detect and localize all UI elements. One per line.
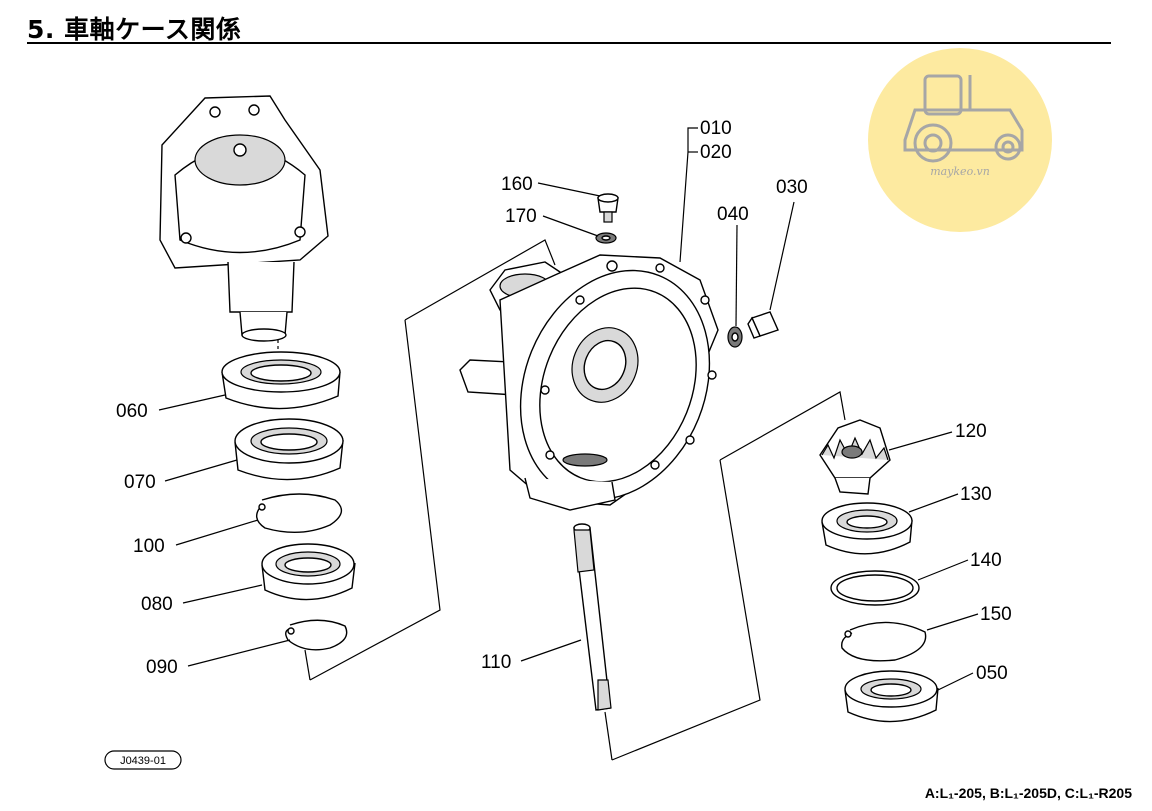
part-090-snap-ring xyxy=(285,619,348,651)
part-130-bearing xyxy=(821,502,913,555)
assembly-lines xyxy=(304,239,846,761)
figure-code: J0439-01 xyxy=(120,755,166,767)
part-140-ring xyxy=(830,570,920,606)
part-170-washer xyxy=(595,232,617,244)
figure-code-badge: J0439-01 xyxy=(104,750,182,770)
label-010: 010 xyxy=(700,118,732,139)
page-title: 5. 車軸ケース関係 xyxy=(27,15,242,44)
part-060-seal xyxy=(221,351,341,410)
part-labels: 010 020 160 170 040 030 060 070 100 080 … xyxy=(116,118,1012,684)
leader-lines xyxy=(158,127,979,691)
label-070: 070 xyxy=(124,472,156,493)
part-070-bearing xyxy=(234,418,344,481)
label-120: 120 xyxy=(955,421,987,442)
label-130: 130 xyxy=(960,484,992,505)
label-160: 160 xyxy=(501,174,533,195)
part-110-shaft xyxy=(573,523,612,711)
part-160-bolt xyxy=(597,193,619,223)
label-110: 110 xyxy=(481,652,511,673)
part-150-snap-ring xyxy=(841,621,927,662)
upper-housing xyxy=(159,95,329,342)
part-120-bevel-gear xyxy=(819,419,891,495)
label-150: 150 xyxy=(980,604,1012,625)
part-030-plug xyxy=(747,311,779,339)
label-140: 140 xyxy=(970,550,1002,571)
label-100: 100 xyxy=(133,536,165,557)
label-050: 050 xyxy=(976,663,1008,684)
part-100-snap-ring xyxy=(256,493,343,534)
watermark-logo: maykeo.vn xyxy=(868,48,1052,232)
part-050-seal xyxy=(844,670,939,723)
part-040-nut xyxy=(727,326,743,348)
label-020: 020 xyxy=(700,142,732,163)
label-170: 170 xyxy=(505,206,537,227)
label-080: 080 xyxy=(141,594,173,615)
model-footnote: A:L₁-205, B:L₁-205D, C:L₁-R205 xyxy=(924,785,1132,801)
watermark-text: maykeo.vn xyxy=(930,165,990,178)
part-080-bearing xyxy=(261,543,356,601)
label-040: 040 xyxy=(717,204,749,225)
label-090: 090 xyxy=(146,657,178,678)
part-010-axle-case xyxy=(459,254,719,511)
label-060: 060 xyxy=(116,401,148,422)
label-030: 030 xyxy=(776,177,808,198)
title-rule xyxy=(27,42,1111,44)
